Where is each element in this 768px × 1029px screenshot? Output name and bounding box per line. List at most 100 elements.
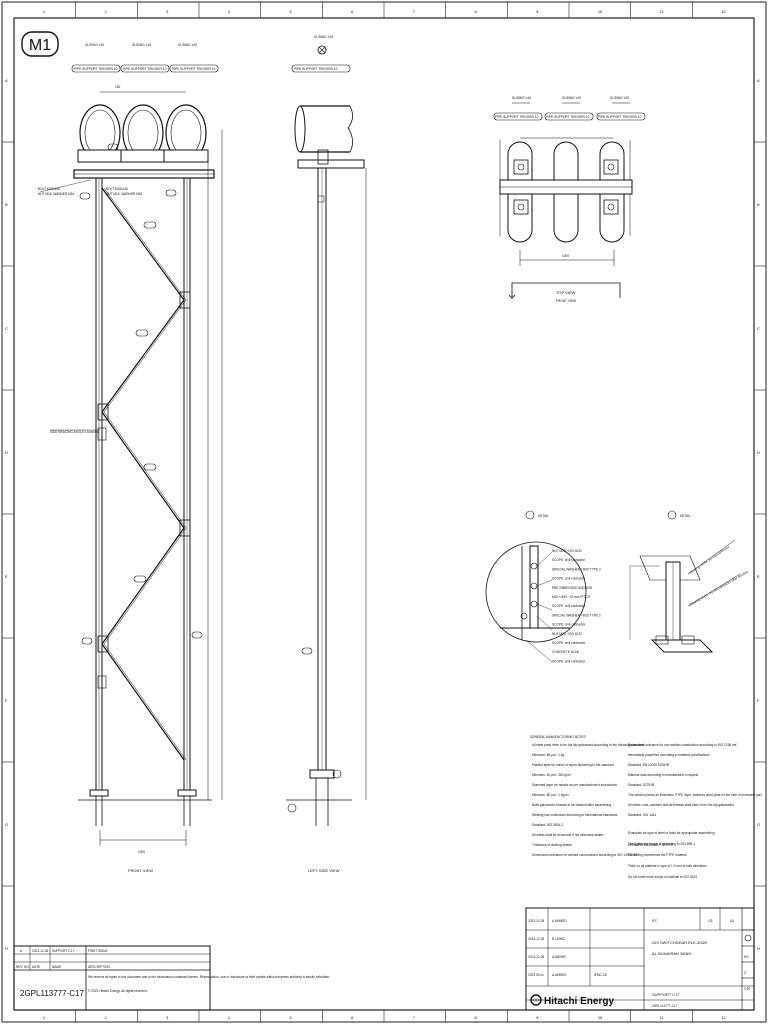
title-name: R.LEWIC <box>552 937 566 941</box>
inner-border <box>13 17 755 1011</box>
detail-tag: DETAIL <box>538 514 549 518</box>
detail-callout: M20 x 400 · 20 mm PITCH <box>552 595 591 599</box>
title-name: A.AHMED <box>552 973 567 977</box>
drawing-number: 2GPL113777-C17 <box>652 1004 678 1008</box>
row-marker: D <box>5 450 8 455</box>
notes-heading: DRAWING ASSEMBLY NOTES <box>628 843 673 847</box>
column-marker: 7 <box>413 1015 416 1020</box>
row-marker: C <box>5 326 8 331</box>
row-marker: E <box>757 574 760 579</box>
view-title: FRONT VIEW <box>128 868 153 873</box>
detail-callout: PRE EMBEDDED ANCHOR <box>552 586 593 590</box>
col-header: DATE <box>32 965 40 969</box>
row-marker: G <box>5 822 8 827</box>
detail-callout: CONCRETE SLAB <box>552 650 579 654</box>
note-line: Examples for type of steel of bolts for … <box>628 831 715 835</box>
row-marker: E <box>5 574 8 579</box>
note-line: All slides, nuts, washers and all thread… <box>628 803 734 807</box>
sliding-label: SLIDING ±15 <box>512 96 531 100</box>
dimension-label: 1000 <box>562 254 569 258</box>
note-line: Standard: EN 10025 S235JR <box>628 763 670 767</box>
support-tag: PIPE SUPPORT TRIGGER-10 <box>598 115 642 119</box>
note-line: Painted layer for minor or repair accord… <box>532 763 614 767</box>
row-marker: D <box>757 450 760 455</box>
column-marker: 10 <box>598 9 603 14</box>
row-marker: B <box>5 202 8 207</box>
rev-current: SUPPORT C17 <box>52 949 74 953</box>
title-block <box>525 907 755 1011</box>
dimension-label: 150 <box>115 85 121 89</box>
detail-callout: NUT M20 · ISO 4032 <box>552 632 582 636</box>
bolt-note: BOLT M16x140 <box>38 187 60 191</box>
column-marker: 12 <box>721 9 726 14</box>
front-view-texts: SLIDING ±15 SLIDING ±15 SLIDING ±25 PIPE… <box>38 43 219 873</box>
column-marker: 8 <box>475 1015 478 1020</box>
row-marker: H <box>5 946 8 951</box>
project-line: GIS SWITCHGEAR ELK-3/420 <box>652 940 708 945</box>
detail-callout: SCOPE: civil contractor <box>552 577 586 581</box>
row-marker: B <box>757 202 760 207</box>
title-date: 2023-12-05 <box>528 919 545 923</box>
col-header: NAME <box>52 965 61 969</box>
bolt-note: NUT M16, WASHER M16 <box>38 192 75 196</box>
side-view-texts: SLIDING ±15 PIPE SUPPORT TRIGGER-10 LEFT… <box>294 35 340 873</box>
note-line: Dimensions tolerance for non welded cons… <box>628 743 738 747</box>
column-marker: 3 <box>166 9 169 14</box>
rev-value: A <box>20 949 23 953</box>
column-marker: 1 <box>43 9 46 14</box>
row-marker: H <box>757 946 760 951</box>
company-name: Hitachi Energy <box>544 996 614 1007</box>
detail-callout: SCOPE: civil contractor <box>552 604 586 608</box>
sliding-label: SLIDING ±15 <box>314 35 333 39</box>
sliding-label: SLIDING ±15 <box>562 96 581 100</box>
column-marker: 2 <box>105 1015 108 1020</box>
drawing-title: SUPPORT C17 <box>652 992 680 997</box>
rev-date: 2022-12-05 <box>32 949 49 953</box>
sliding-label: SLIDING ±15 <box>85 43 104 47</box>
note-line: Minimum: 85 μm / 1 kg <box>532 753 565 757</box>
note-line: The tightening torque is according to IS… <box>628 842 695 846</box>
language-value: EN <box>744 955 749 959</box>
support-tag: PIPE SUPPORT TRIGGER-10 <box>172 67 216 71</box>
column-marker: 12 <box>721 1015 726 1020</box>
column-marker: 8 <box>475 9 478 14</box>
column-marker: 6 <box>351 1015 354 1020</box>
view-title: TOP VIEW <box>556 290 576 295</box>
detail-tag: DETAIL <box>680 514 691 518</box>
note-line: Minimum: 40 μm / 280 g/m² <box>532 773 571 777</box>
title-name: A.AHMED <box>552 919 567 923</box>
row-marker: F <box>757 698 760 703</box>
detail-callout: SCOPE: civil contractor <box>552 641 586 645</box>
support-tag: PIPE SUPPORT TRIGGER-10 <box>495 115 539 119</box>
notes-block: GENERAL MANUFACTURING NOTES All steel pa… <box>530 735 762 879</box>
column-marker: 11 <box>660 9 665 14</box>
column-marker: 9 <box>536 9 539 14</box>
note-line: Skimmed layer for repairs as per manufac… <box>532 783 617 787</box>
note-line: All welds shall be all around if not oth… <box>532 833 603 837</box>
column-marker: 9 <box>536 1015 539 1020</box>
copyright-text: We reserve all rights in this document a… <box>88 975 330 979</box>
note-line: All steel parts have to be hot dip galva… <box>532 743 644 747</box>
front-view <box>39 91 223 846</box>
title-name: A.MATAR <box>552 955 566 959</box>
side-view <box>286 45 367 826</box>
drawing-number: 2GPL113777-C17 <box>20 989 84 998</box>
note-line: Standard: ISO 1461 <box>628 813 656 817</box>
col-header: DESCRIPTION <box>88 965 110 969</box>
project-line: AL-BUHAIRAH 380kV <box>652 951 692 956</box>
detail-callout: SPECIAL WASHER / M20 TYPE 2 <box>552 613 601 617</box>
detail-left <box>485 510 587 663</box>
note-line: Dimensions tolerance for welded construc… <box>532 853 637 857</box>
detail-callout: Grouting works: by civil contractor afte… <box>689 570 749 607</box>
column-marker: 1 <box>43 1015 46 1020</box>
row-marker: A <box>5 78 8 83</box>
hitachi-logo-icon <box>530 994 542 1006</box>
checked-value: IFMC-CE <box>594 973 607 977</box>
note-line: Thickness of welding seams <box>532 843 572 847</box>
row-marker: A <box>757 78 760 83</box>
top-view-texts: SLIDING ±15 SLIDING ±15 SLIDING ±25 PIPE… <box>495 96 642 303</box>
column-marker: 6 <box>351 9 354 14</box>
revision-value: C <box>744 971 747 975</box>
